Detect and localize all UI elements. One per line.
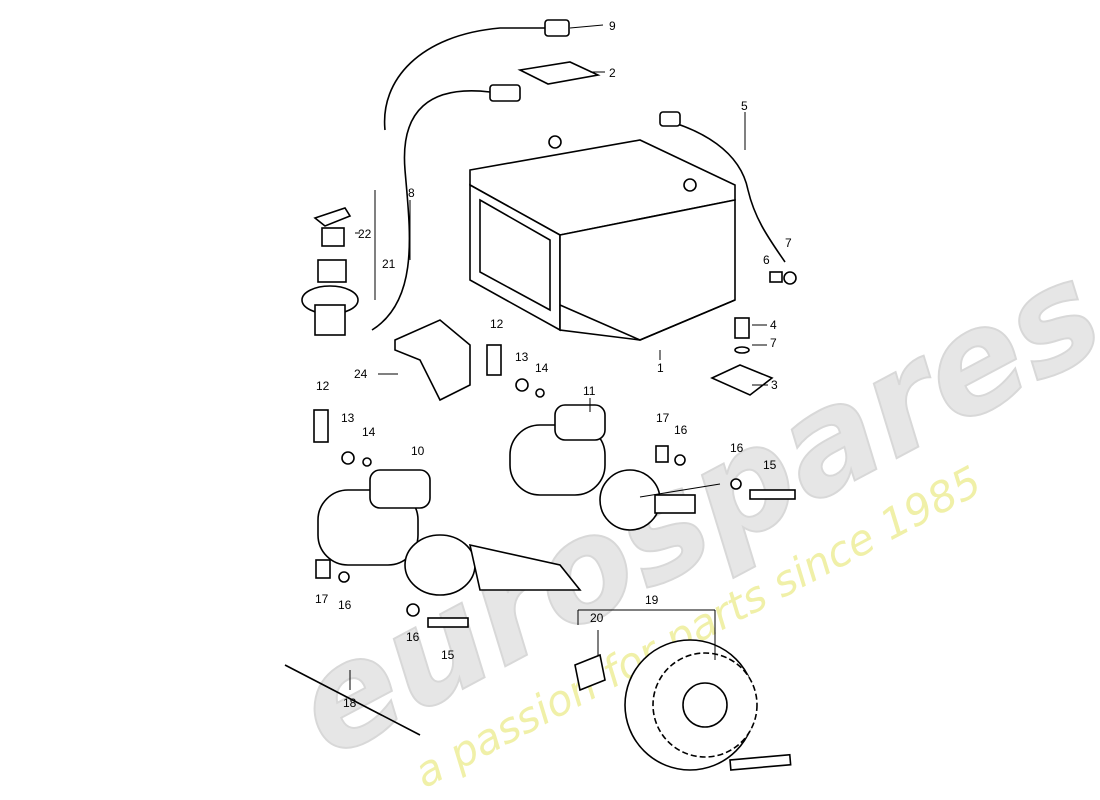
alternator-19 [624, 639, 792, 771]
callout-12b: 12 [316, 379, 330, 393]
callout-7b: 7 [770, 336, 777, 350]
regulator-20 [574, 653, 606, 692]
washer-7b [734, 346, 750, 354]
washer-16c [338, 571, 350, 583]
clamp-8 [489, 84, 521, 102]
washer-14a [535, 388, 545, 398]
clamp-5 [659, 111, 681, 127]
bracket-3 [710, 364, 774, 396]
callout-17a: 17 [656, 411, 670, 425]
callout-16b: 16 [730, 441, 744, 455]
callout-21: 21 [382, 257, 396, 271]
washer-14b [362, 457, 372, 467]
terminal-12b [313, 409, 329, 443]
washer-16a [674, 454, 686, 466]
bolt-15a [749, 489, 796, 500]
callout-16d: 16 [406, 630, 420, 644]
callout-15a: 15 [763, 458, 777, 472]
nut-13a [515, 378, 529, 392]
bushing-17b [315, 559, 331, 579]
callout-3: 3 [771, 378, 778, 392]
callout-12a: 12 [490, 317, 504, 331]
callout-13b: 13 [341, 411, 355, 425]
callout-11: 11 [583, 384, 596, 398]
callout-14a: 14 [535, 361, 549, 375]
callout-7: 7 [785, 236, 792, 250]
callout-9: 9 [609, 19, 616, 33]
callout-8: 8 [408, 186, 415, 200]
cable-18 [284, 664, 421, 736]
callout-2: 2 [609, 66, 616, 80]
bushing-17a [655, 445, 669, 463]
battery-switch [301, 207, 359, 336]
callout-19: 19 [645, 593, 659, 607]
callout-17b: 17 [315, 592, 329, 606]
cover-24 [394, 319, 471, 402]
callout-16c: 16 [338, 598, 352, 612]
washer-16b [730, 478, 742, 490]
cable-5 [664, 119, 786, 263]
nut-13b [341, 451, 355, 465]
callout-15b: 15 [441, 648, 455, 662]
callout-20: 20 [590, 611, 604, 625]
callout-16a: 16 [674, 423, 688, 437]
callout-13a: 13 [515, 350, 529, 364]
terminal-12a [486, 344, 502, 376]
starter-11 [509, 404, 696, 531]
callout-6: 6 [763, 253, 770, 267]
callout-1: 1 [657, 361, 664, 375]
terminal-cover [517, 61, 601, 85]
starter-10 [317, 469, 582, 596]
clamp-9 [544, 19, 570, 37]
callout-14b: 14 [362, 425, 376, 439]
battery [469, 135, 736, 341]
washer-7 [783, 271, 797, 285]
callout-10: 10 [411, 444, 425, 458]
callout-22: 22 [358, 227, 372, 241]
callout-labels: 9 2 5 8 22 21 7 6 4 7 3 1 12 13 14 24 12… [315, 19, 792, 710]
callout-18: 18 [343, 696, 357, 710]
bolt-15b [427, 617, 469, 628]
cable-8 [371, 90, 491, 331]
callout-24: 24 [354, 367, 368, 381]
leader-lines [349, 24, 768, 690]
nut-6 [769, 271, 783, 283]
washer-16d [406, 603, 420, 617]
callout-5: 5 [741, 99, 748, 113]
bolt-4 [734, 317, 750, 339]
ground-cable-9 [383, 27, 545, 131]
callout-4: 4 [770, 318, 777, 332]
